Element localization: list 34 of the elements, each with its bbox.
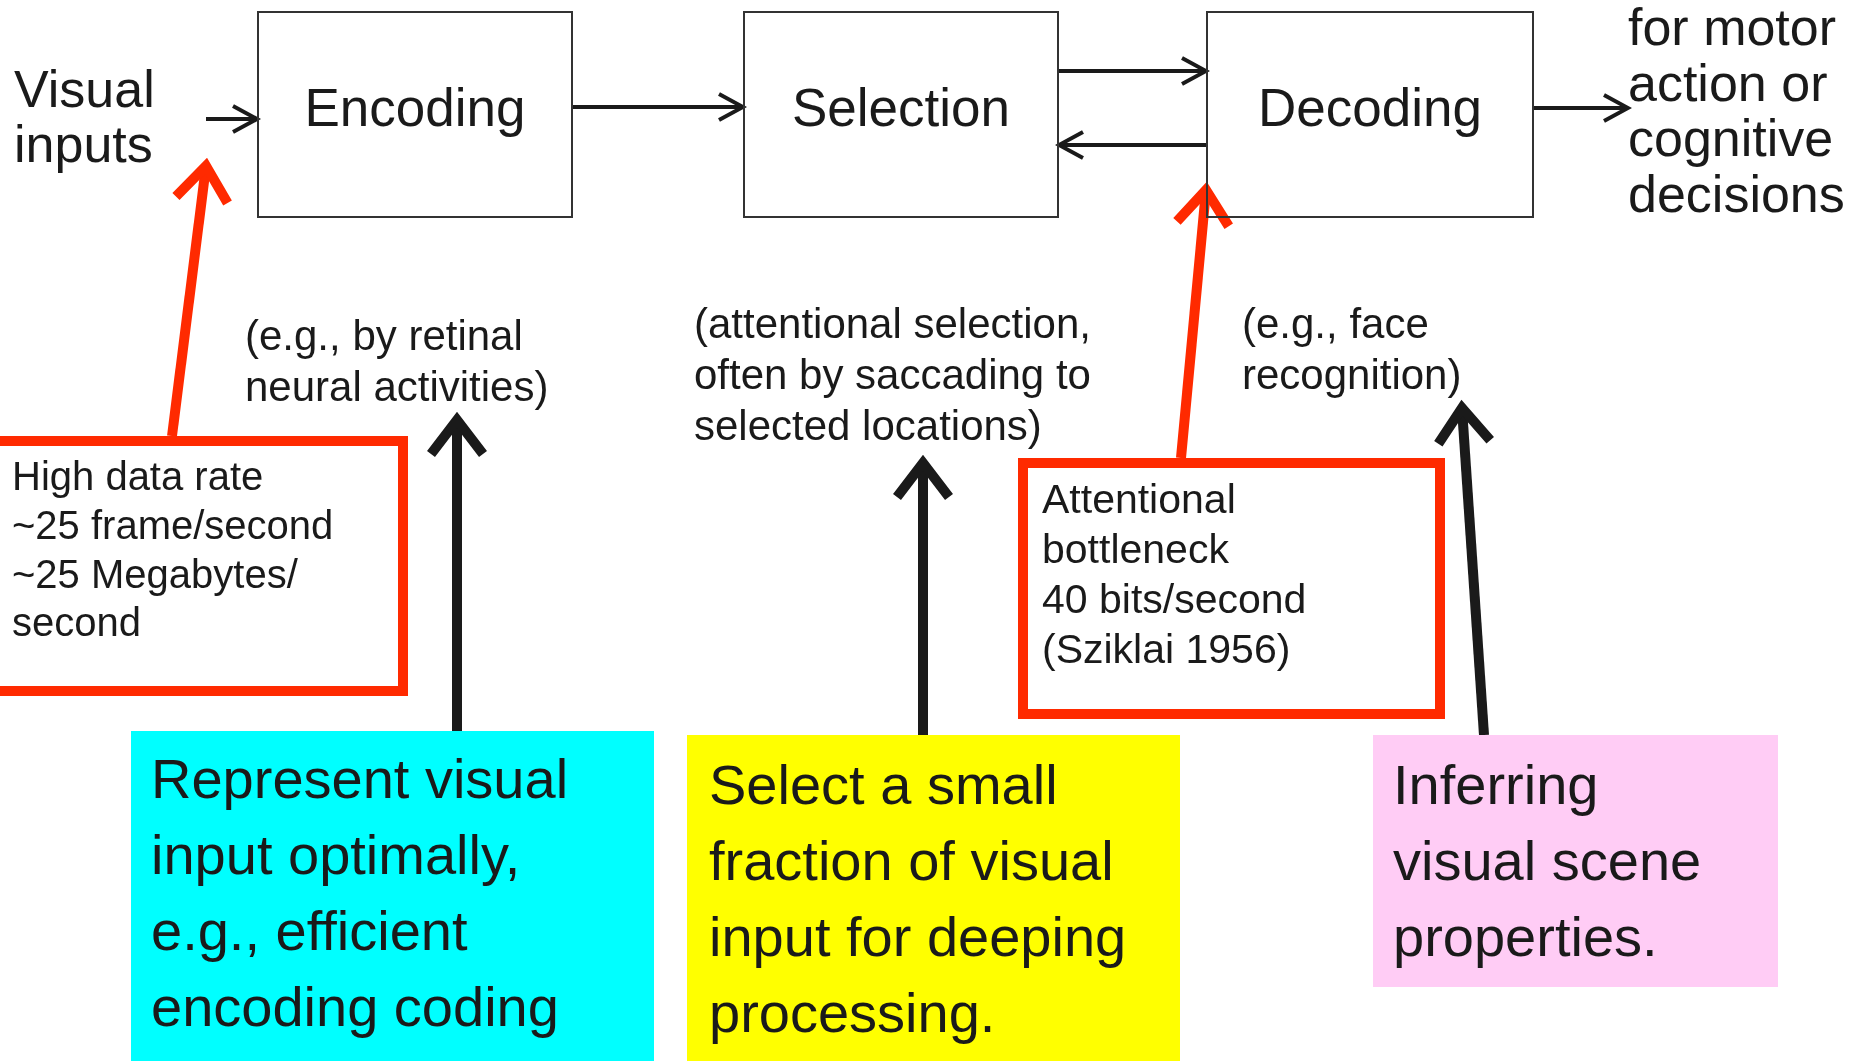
box-label: Decoding	[1258, 76, 1482, 139]
callout-text: ~25 frame/second	[12, 501, 335, 549]
arrow	[206, 104, 259, 134]
process-box	[257, 11, 573, 218]
annotation-text: (attentional selection, often by saccading to selected locations)	[694, 298, 1092, 463]
arrow	[1059, 56, 1208, 86]
arrow	[573, 92, 745, 122]
box-label: Selection	[792, 76, 1010, 139]
note-card	[1373, 735, 1778, 987]
note-text: Inferring visual scene properties.	[1393, 752, 1703, 971]
callout-text: High data rate	[12, 453, 265, 500]
arrow	[1171, 185, 1234, 459]
box-label: Encoding	[304, 76, 526, 139]
note-card	[687, 735, 1180, 1061]
process-box	[1206, 11, 1534, 218]
arrow	[892, 458, 954, 735]
arrow	[426, 415, 488, 731]
annotation-text: Visual inputs	[14, 62, 206, 182]
callout-box	[0, 436, 408, 696]
arrow	[1057, 130, 1206, 160]
annotation-text: (e.g., by retinal neural activities)	[245, 310, 575, 420]
note-card	[131, 731, 654, 1061]
callout-text: Attentional bottleneck	[1042, 475, 1237, 574]
callout-text: 40 bits/second	[1042, 575, 1308, 625]
note-text: Represent visual input optimally, e.g., efficient encoding coding	[151, 746, 570, 1041]
callout-box	[1018, 458, 1445, 719]
annotation-text: (e.g., face recognition)	[1242, 298, 1502, 408]
arrow	[1534, 93, 1630, 123]
note-text: Select a small fraction of visual input for deeping processing.	[709, 752, 1128, 1047]
callout-text: (Sziklai 1956)	[1042, 625, 1292, 675]
annotation-text: for motor action or cognitive decisions	[1628, 0, 1864, 222]
callout-text: ~25 Megabytes/ second	[12, 550, 299, 647]
arrow	[167, 161, 233, 437]
process-box	[743, 11, 1059, 218]
